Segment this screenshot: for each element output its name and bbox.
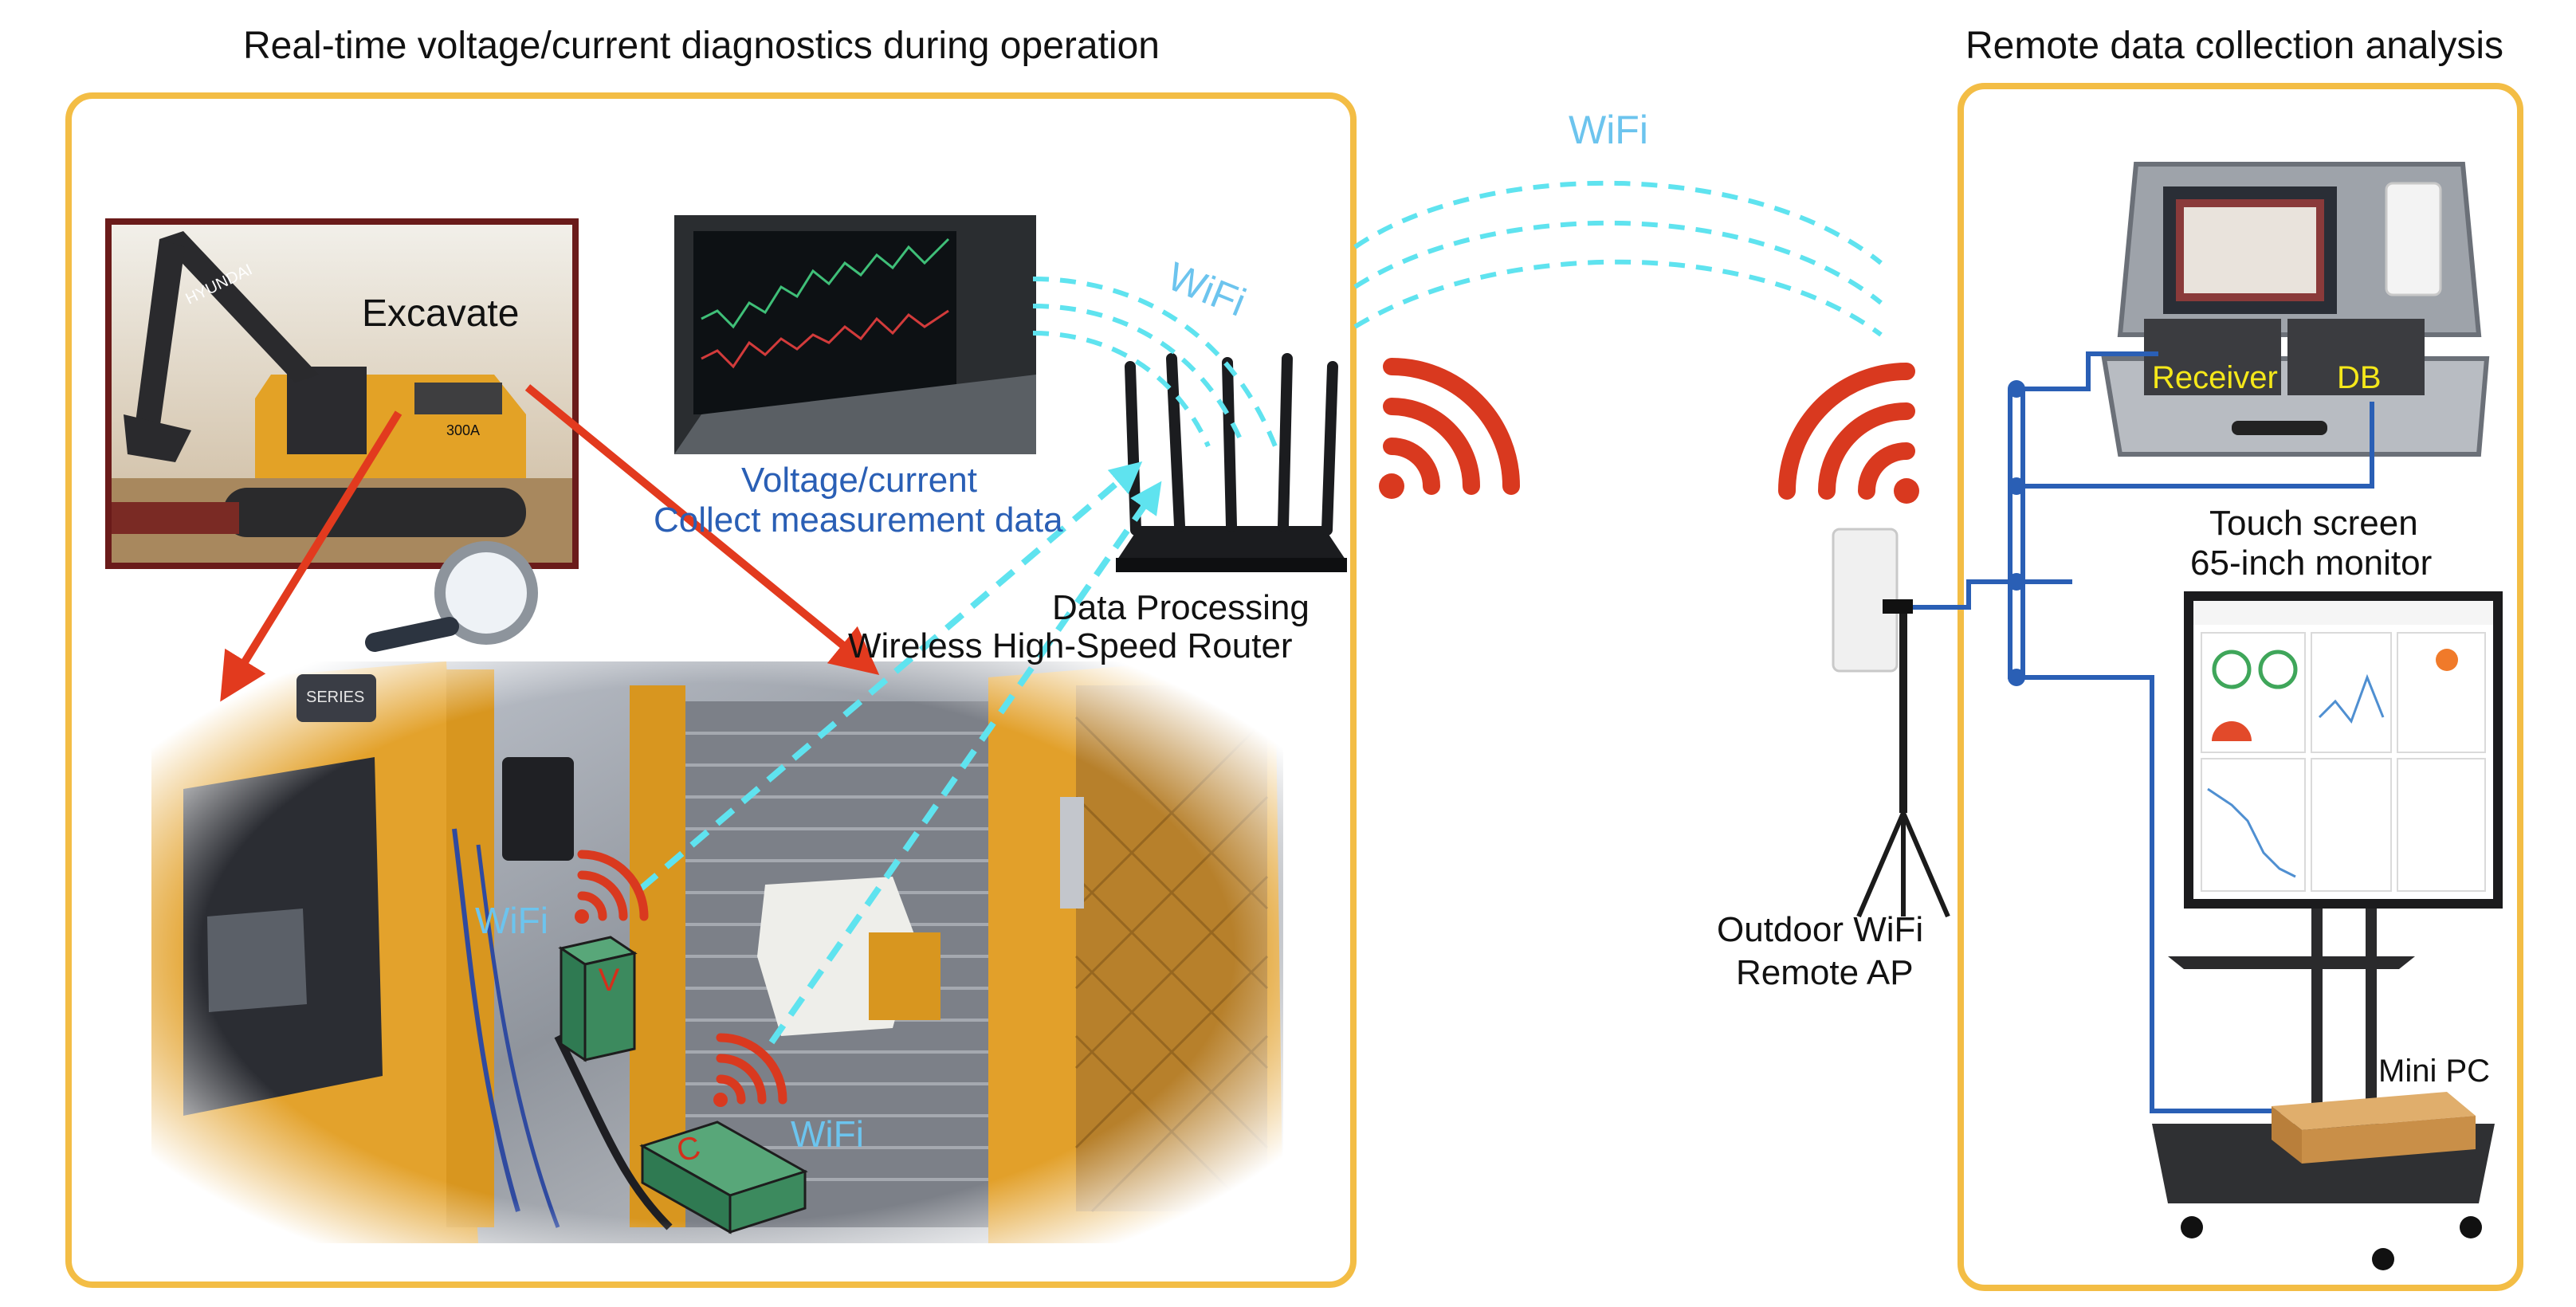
outdoor-ap-label-line2: Remote AP xyxy=(1736,953,1914,992)
wifi-signal-icon xyxy=(575,850,649,924)
touch-screen-monitor xyxy=(2152,591,2503,1270)
mini-pc-label: Mini PC xyxy=(2378,1054,2491,1089)
outdoor-ap-label-line1: Outdoor WiFi xyxy=(1717,910,1924,949)
wifi-signal-icon xyxy=(1379,358,1520,499)
wifi-signal-icon xyxy=(1778,363,1919,504)
network-cables xyxy=(1913,351,2374,1113)
voltage-current-label-line2: Collect measurement data xyxy=(654,500,1063,540)
data-link-v-to-router xyxy=(638,461,1143,892)
excavator-photo xyxy=(105,218,579,569)
arrow-excavator-to-left-panel xyxy=(220,410,402,702)
voltage-current-label-line1: Voltage/current xyxy=(741,461,977,500)
series-badge-text: SERIES xyxy=(306,689,365,706)
right-section-title: Remote data collection analysis xyxy=(1965,25,2504,67)
wifi-dashed-arcs-long xyxy=(1353,180,1883,337)
arrow-excavator-to-engine xyxy=(524,384,880,675)
laptop-chart-photo xyxy=(674,215,1036,454)
left-section-title: Real-time voltage/current diagnostics du… xyxy=(243,25,1160,67)
touch-screen-label-line2: 65-inch monitor xyxy=(2190,544,2433,583)
router-icon xyxy=(1116,353,1347,572)
wifi-label-voltage-sensor: WiFi xyxy=(475,900,548,941)
receiver-label: Receiver xyxy=(2152,360,2278,395)
wifi-signal-icon xyxy=(713,1033,787,1107)
mini-pc-box xyxy=(2272,1092,2476,1164)
data-link-c-to-router xyxy=(768,481,1162,1045)
excavator-model-text: 300A xyxy=(446,422,481,438)
right-remote-panel xyxy=(1958,83,2523,1291)
db-label: DB xyxy=(2337,360,2382,395)
voltage-sensor-letter: V xyxy=(598,963,620,998)
touch-screen-label-line1: Touch screen xyxy=(2209,504,2418,543)
magnifier-icon xyxy=(365,541,538,652)
current-sensor-box xyxy=(639,1121,808,1234)
router-label-line2: Wireless High-Speed Router xyxy=(848,626,1293,665)
left-diagnostics-panel xyxy=(65,92,1357,1288)
wifi-label-current-sensor: WiFi xyxy=(791,1113,864,1155)
router-label-line1: Data Processing xyxy=(1052,588,1310,627)
excavate-label: Excavate xyxy=(362,292,520,335)
access-point-icon xyxy=(1832,528,1950,918)
wifi-dashed-arcs-router xyxy=(1032,277,1278,448)
wifi-label-top: WiFi xyxy=(1569,108,1648,152)
equipment-case-photo xyxy=(2101,162,2490,457)
cable-junctions xyxy=(2008,380,2025,686)
voltage-sensor-box xyxy=(558,936,638,1062)
